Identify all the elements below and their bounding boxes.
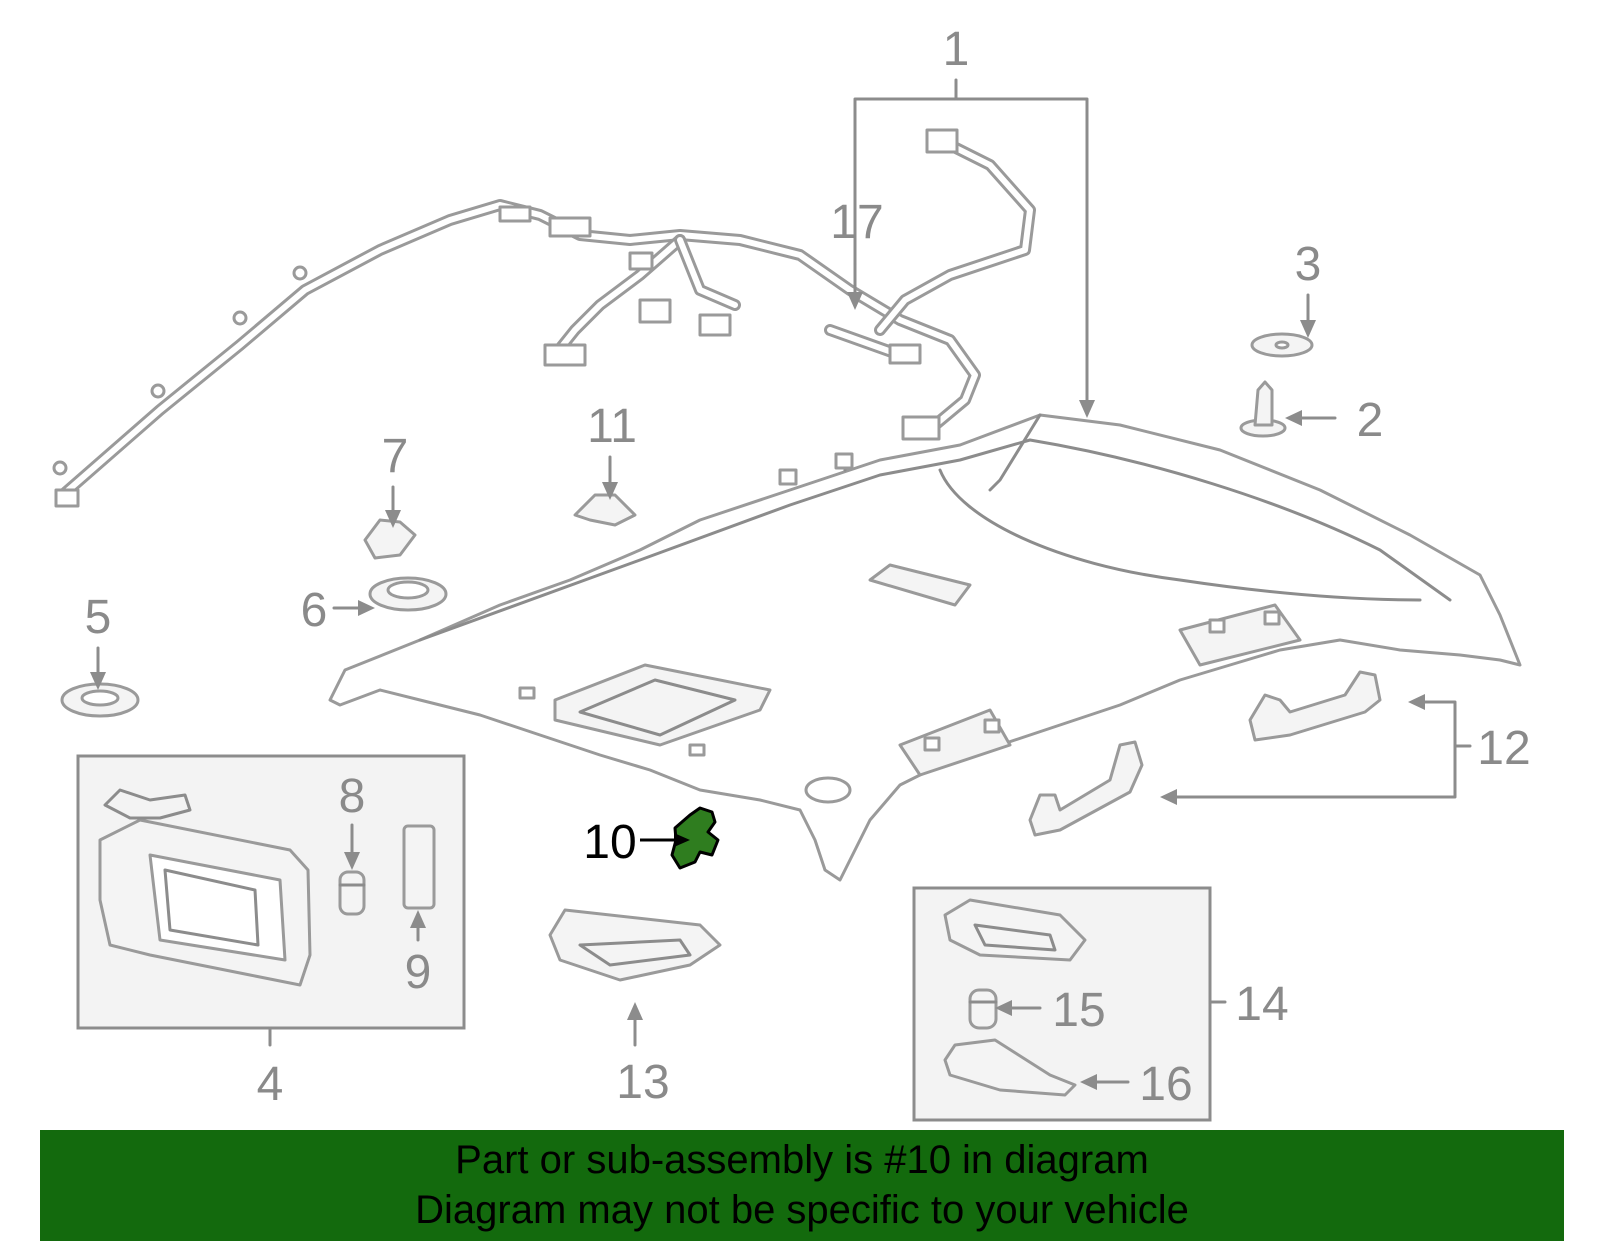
banner-line-2: Diagram may not be specific to your vehi… xyxy=(415,1188,1189,1232)
part-9-lens xyxy=(402,824,436,910)
part-16-lens xyxy=(943,1038,1077,1097)
part-7-clip xyxy=(363,518,417,560)
callout-16: 16 xyxy=(1139,1058,1192,1111)
connector xyxy=(548,216,592,238)
leader-lines xyxy=(90,78,1472,1090)
clip xyxy=(52,460,68,476)
connector xyxy=(498,205,532,223)
clip xyxy=(150,383,166,399)
callout-11: 11 xyxy=(587,400,637,453)
callout-14: 14 xyxy=(1235,978,1288,1031)
part-13-dome-lamp xyxy=(548,908,722,982)
callout-2: 2 xyxy=(1357,394,1384,447)
callout-5: 5 xyxy=(85,591,112,644)
connector xyxy=(698,313,732,337)
callout-6: 6 xyxy=(301,584,328,637)
callout-10: 10 xyxy=(583,816,636,869)
callout-9: 9 xyxy=(405,946,432,999)
part-6-cap xyxy=(368,576,448,612)
part-info-banner: Part or sub-assembly is #10 in diagram D… xyxy=(40,1130,1564,1241)
part-5-cap xyxy=(60,682,140,718)
callout-3: 3 xyxy=(1295,238,1322,291)
callout-17: 17 xyxy=(830,196,883,249)
part-2-push-pin xyxy=(1239,380,1287,438)
callout-7: 7 xyxy=(382,430,409,483)
clip xyxy=(292,265,308,281)
banner-line-1: Part or sub-assembly is #10 in diagram xyxy=(455,1138,1149,1182)
connector xyxy=(925,128,959,154)
connector xyxy=(628,251,654,271)
callout-15: 15 xyxy=(1052,984,1105,1037)
part-11-bracket xyxy=(573,493,637,527)
connector xyxy=(888,343,922,365)
callout-13: 13 xyxy=(616,1056,669,1109)
callout-12: 12 xyxy=(1477,722,1530,775)
wiring-harness xyxy=(52,128,1036,508)
connector xyxy=(543,343,587,367)
part-14-map-lamp xyxy=(943,898,1087,962)
part-4-sunshade xyxy=(98,788,312,987)
clip xyxy=(232,310,248,326)
connector xyxy=(54,488,80,508)
part-10-highlighted xyxy=(670,806,720,870)
callout-8: 8 xyxy=(339,770,366,823)
callout-1: 1 xyxy=(943,23,970,76)
connector xyxy=(638,298,672,324)
connector xyxy=(901,415,941,441)
part-15-bulb xyxy=(968,988,998,1030)
part-12-grab-handles xyxy=(1028,670,1382,837)
part-8-bulb xyxy=(338,870,366,916)
callout-4: 4 xyxy=(257,1058,284,1111)
headliner-panel xyxy=(328,413,1522,882)
